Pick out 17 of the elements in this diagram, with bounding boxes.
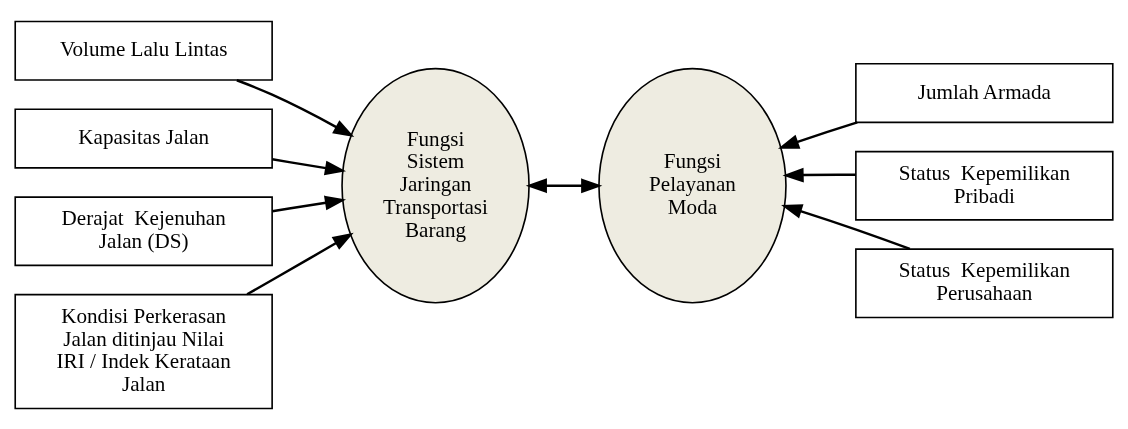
arrow bbox=[272, 195, 347, 212]
node-box: Kondisi Perkerasan Jalan ditinjau Nilai IRI / Indek Kerataan Jalan bbox=[14, 293, 273, 409]
node-ellipse: Fungsi Sistem Jaringan Transportasi Barang bbox=[341, 67, 530, 304]
arrow bbox=[246, 232, 354, 295]
node-box: Volume Lalu Lintas bbox=[14, 20, 273, 81]
arrow bbox=[525, 177, 603, 193]
arrow bbox=[272, 157, 347, 175]
arrow bbox=[782, 167, 856, 182]
arrow bbox=[777, 120, 858, 149]
node-box: Jumlah Armada bbox=[855, 62, 1114, 123]
node-ellipse: Fungsi Pelayanan Moda bbox=[598, 67, 787, 304]
node-box: Derajat Kejenuhan Jalan (DS) bbox=[14, 195, 273, 266]
node-box: Status Kepemilikan Pribadi bbox=[855, 150, 1114, 221]
arrow bbox=[236, 78, 355, 137]
arrow bbox=[781, 203, 911, 250]
node-box: Status Kepemilikan Perusahaan bbox=[855, 247, 1114, 318]
node-box: Kapasitas Jalan bbox=[14, 108, 273, 169]
